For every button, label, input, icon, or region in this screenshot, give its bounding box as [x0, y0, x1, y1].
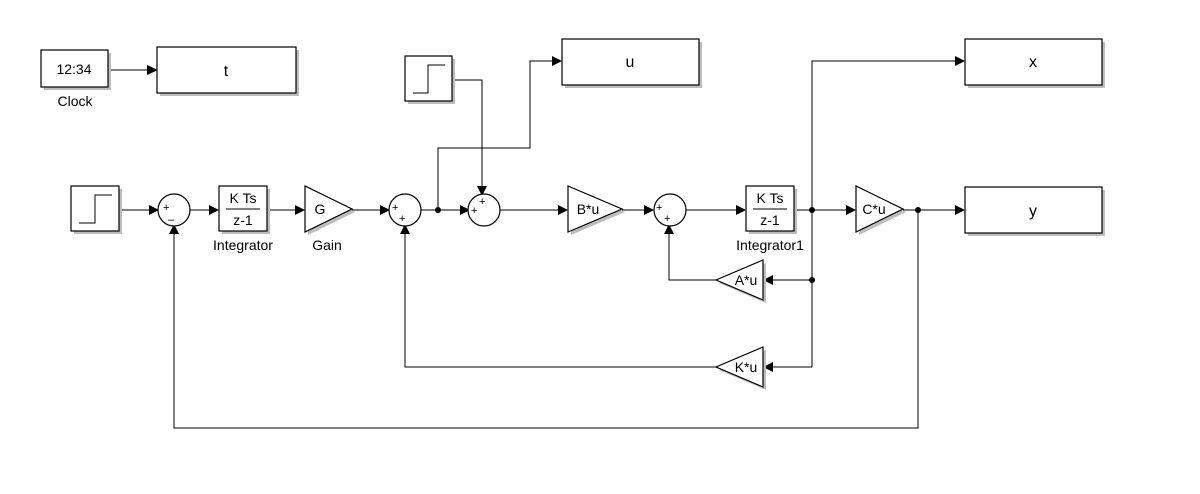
arrowhead — [644, 205, 654, 215]
gain-a-label: A*u — [735, 272, 758, 288]
step-icon — [413, 64, 445, 94]
sum1-block[interactable]: + – — [157, 193, 191, 227]
gain-g-label: G — [315, 201, 326, 217]
arrowhead — [558, 205, 568, 215]
arrowhead — [763, 275, 773, 285]
arrowhead — [400, 224, 410, 234]
wire-step2-to-sum3 — [452, 79, 483, 187]
wire-y-to-sum1 — [173, 210, 919, 429]
clock-block[interactable]: 12:34 — [40, 49, 111, 90]
gain-a-block[interactable]: A*u — [714, 259, 766, 303]
gain-b-label: B*u — [577, 201, 600, 217]
arrowhead — [763, 362, 773, 372]
wire-state-to-x — [811, 60, 956, 210]
integrator-block[interactable]: K Ts z-1 — [218, 185, 270, 234]
arrowhead — [295, 205, 305, 215]
sum1-sign-2: – — [168, 214, 175, 226]
sum2-block[interactable]: + + — [388, 193, 422, 227]
sum2-sign-2: + — [399, 213, 405, 225]
clock-display: 12:34 — [56, 61, 91, 77]
wire-a-to-sum4 — [668, 233, 716, 281]
arrowhead — [955, 56, 965, 66]
arrowhead — [147, 65, 158, 75]
gain-caption: Gain — [312, 237, 342, 253]
integrator1-denominator: z-1 — [760, 212, 780, 228]
scope-u-block[interactable]: u — [561, 38, 702, 88]
integrator1-caption: Integrator1 — [736, 237, 804, 253]
arrowhead — [552, 56, 562, 66]
scope-t-block[interactable]: t — [156, 46, 299, 96]
clock-caption: Clock — [57, 93, 93, 109]
sum3-sign-2: + — [479, 196, 485, 208]
integrator1-block[interactable]: K Ts z-1 — [745, 185, 797, 234]
arrowheads — [147, 56, 965, 372]
integrator-denominator: z-1 — [233, 212, 253, 228]
scope-t-label: t — [224, 63, 229, 80]
arrowhead — [664, 224, 674, 234]
gain-c-block[interactable]: C*u — [855, 185, 906, 235]
arrowhead — [460, 205, 470, 215]
sum4-sign-1: + — [656, 202, 662, 214]
scope-x-block[interactable]: x — [964, 38, 1105, 88]
scope-y-block[interactable]: y — [964, 186, 1105, 236]
arrowhead — [380, 205, 390, 215]
sum3-block[interactable]: + + — [467, 193, 501, 227]
wire-k-to-sum2 — [404, 233, 716, 368]
scope-u-label: u — [626, 54, 635, 71]
arrowhead — [149, 205, 159, 215]
step-icon — [79, 194, 112, 224]
wire-branch-to-u — [437, 60, 552, 210]
sum4-block[interactable]: + + — [653, 193, 687, 227]
gain-k-label: K*u — [735, 359, 758, 375]
branch-point — [809, 207, 815, 213]
scope-x-label: x — [1029, 54, 1037, 71]
gain-b-block[interactable]: B*u — [567, 185, 625, 235]
integrator-caption: Integrator — [213, 237, 273, 253]
arrowhead — [955, 205, 965, 215]
gain-g-block[interactable]: G — [304, 185, 355, 235]
sum3-sign-1: + — [471, 205, 477, 217]
arrowhead — [169, 224, 179, 234]
arrowhead — [736, 205, 746, 215]
integrator1-numerator: K Ts — [757, 190, 784, 206]
branch-point — [809, 277, 815, 283]
branch-point — [435, 207, 441, 213]
branch-point — [915, 207, 921, 213]
sum1-sign-1: + — [163, 202, 169, 214]
arrowhead — [846, 205, 856, 215]
sum4-sign-2: + — [664, 213, 670, 225]
scope-y-label: y — [1029, 203, 1037, 220]
arrowhead — [209, 205, 219, 215]
gain-c-label: C*u — [862, 201, 885, 217]
step2-block[interactable] — [404, 55, 455, 104]
arrowhead — [477, 186, 487, 196]
sum2-sign-1: + — [392, 202, 398, 214]
integrator-numerator: K Ts — [230, 190, 257, 206]
step-block[interactable] — [70, 185, 122, 234]
gain-k-block[interactable]: K*u — [714, 346, 766, 390]
signal-lines — [110, 60, 956, 429]
